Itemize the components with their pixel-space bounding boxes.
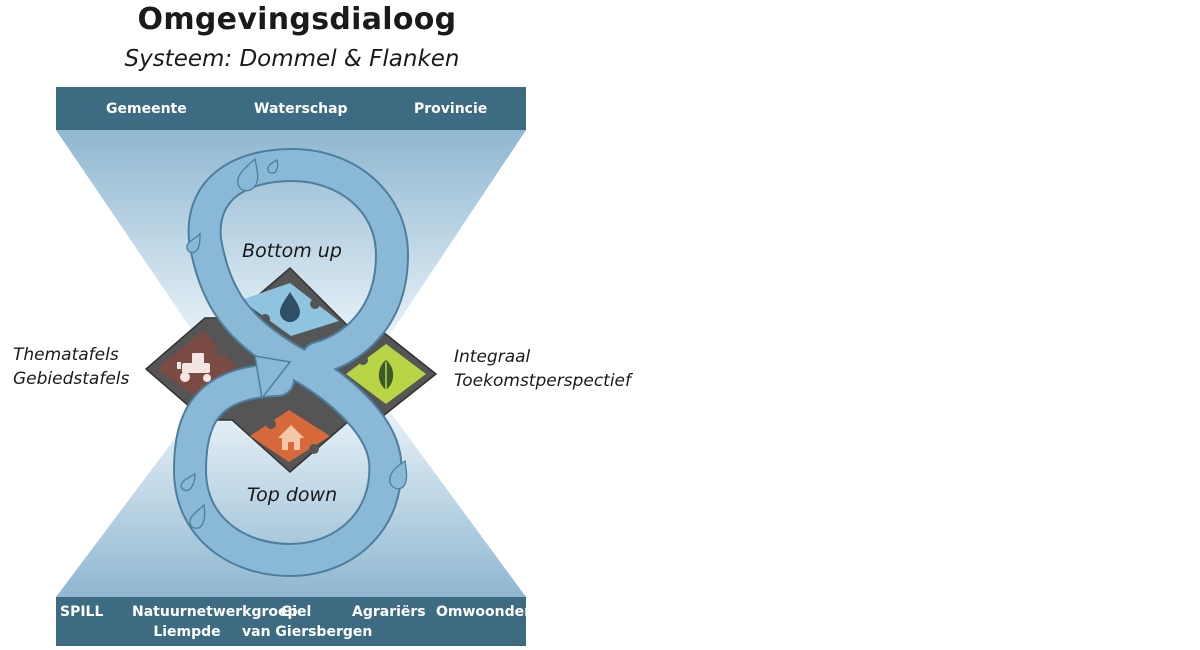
bottom-bar-item-line: Giel <box>280 604 312 620</box>
top-down-label: Top down <box>246 484 338 506</box>
droplet-icon <box>186 232 201 254</box>
droplet-icon <box>389 459 408 490</box>
water-drop-icon <box>280 292 300 322</box>
right-side-label-line: Integraal <box>454 347 531 367</box>
bottom-bar-item-omwoonden: Omwoonden <box>436 604 535 620</box>
top-bar: Gemeente Waterschap Provincie <box>56 87 526 130</box>
bottom-bar-item-agrariers: Agrariërs <box>352 604 426 620</box>
bottom-bar-item-natuurnetwerkgroep: Natuurnetwerkgroep Liempde <box>132 602 298 642</box>
left-side-label-line: Gebiedstafels <box>13 369 130 389</box>
droplet-icon <box>180 472 196 492</box>
tractor-icon <box>177 353 211 382</box>
top-bar-item-waterschap: Waterschap <box>254 101 348 117</box>
house-icon <box>278 425 304 450</box>
leaf-icon <box>378 360 394 394</box>
right-side-label-line: Toekomstperspectief <box>454 371 631 391</box>
droplet-decorations <box>180 157 408 529</box>
puzzle-piece-right <box>346 344 426 404</box>
bottom-up-label: Bottom up <box>242 240 342 262</box>
upper-funnel <box>56 130 526 342</box>
bottom-bar: SPILL Natuurnetwerkgroep Liempde Giel va… <box>56 597 534 646</box>
lower-funnel <box>56 405 526 597</box>
bottom-bar-item-line: Natuurnetwerkgroep <box>132 604 298 620</box>
page-title: Omgevingsdialoog <box>137 2 457 37</box>
bottom-bar-item-giel: Giel van Giersbergen <box>242 602 373 642</box>
top-bar-item-gemeente: Gemeente <box>106 101 187 117</box>
bottom-bar-item-spill: SPILL <box>60 604 104 620</box>
puzzle-piece-bottom <box>250 410 330 462</box>
droplet-icon <box>237 157 259 192</box>
left-side-label-line: Thematafels <box>13 345 119 365</box>
bottom-bar-item-line: van Giersbergen <box>242 624 373 640</box>
right-side-label: Integraal Toekomstperspectief <box>454 345 631 393</box>
left-side-label: Thematafels Gebiedstafels <box>13 343 129 391</box>
bottom-bar-item-line: Liempde <box>153 624 221 640</box>
loop-arrowhead <box>254 355 292 400</box>
droplet-icon <box>267 159 279 174</box>
puzzle-piece-top <box>241 283 339 336</box>
page-subtitle: Systeem: Dommel & Flanken <box>124 46 460 72</box>
droplet-icon <box>189 503 206 529</box>
top-bar-item-provincie: Provincie <box>414 101 488 117</box>
